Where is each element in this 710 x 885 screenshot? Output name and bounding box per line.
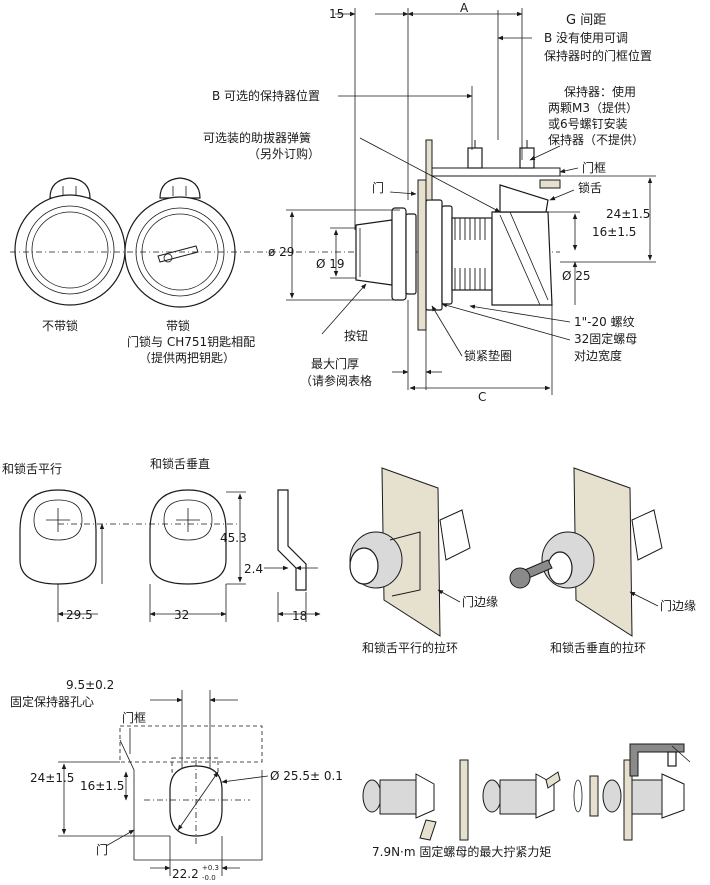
ring-perpendicular-view (149, 489, 227, 585)
b-no-use-line2: 保持器时的门框位置 (544, 48, 652, 63)
dim-45-3: 45.3 (220, 531, 247, 545)
bottom-dim-22-2: 22.2 (172, 867, 199, 881)
bottom-section: 9.5±0.2 固定保持器孔心 门框 24±1.5 16±1.5 Ø 25.5±… (10, 678, 691, 882)
dim-phi29: ø 29 (268, 245, 294, 259)
hole-dim: 9.5±0.2 (66, 678, 114, 692)
lock-note-line1: 门锁与 CH751钥匙相配 (127, 334, 255, 349)
iso-view-perpendicular (509, 467, 663, 637)
b-optional-label: B 可选的保持器位置 (212, 88, 320, 103)
retainer-line3: 或6号螺钉安装 (548, 116, 628, 131)
dim-phi25: Ø 25 (562, 269, 591, 283)
bottom-dim-16: 16±1.5 (80, 779, 124, 793)
ring-parallel-caption: 和锁舌平行的拉环 (362, 640, 458, 655)
dim-29-5: 29.5 (66, 608, 93, 622)
ring-side-profile (277, 489, 307, 591)
assembly-step-3 (602, 743, 691, 841)
tol-minus: -0.0 (202, 874, 216, 882)
nut-line2: 对边宽度 (574, 348, 622, 363)
door-label: 门 (372, 180, 384, 195)
front-view-no-lock (14, 177, 126, 306)
dim-24-top: 24±1.5 (606, 207, 650, 221)
torque-caption: 7.9N·m 固定螺母的最大拧紧力矩 (372, 844, 551, 859)
door-frame-label: 门框 (582, 160, 606, 175)
assembly-step-2 (482, 771, 599, 819)
middle-section: 和锁舌平行 和锁舌垂直 45.3 29.5 32 18 (2, 456, 696, 655)
dim-18: 18 (292, 609, 307, 623)
bottom-door-frame: 门框 (122, 710, 146, 725)
front-view-with-lock (124, 177, 236, 308)
side-view-assembly (355, 139, 561, 331)
b-no-use-line1: B 没有使用可调 (544, 30, 628, 45)
max-door-line2: （请参阅表格 (300, 373, 372, 388)
spring-line2: （另外订购） (248, 146, 320, 161)
dim-C: C (478, 390, 486, 404)
perpendicular-label: 和锁舌垂直 (150, 456, 210, 471)
retainer-line1: 保持器：使用 (564, 84, 636, 99)
thread-lines (454, 218, 486, 290)
button-label: 按钮 (344, 328, 368, 343)
cutout-template (119, 725, 263, 861)
latch-label: 锁舌 (578, 180, 602, 195)
bottom-door: 门 (96, 842, 108, 857)
dim-A: A (460, 1, 469, 15)
no-lock-label: 不带锁 (42, 318, 78, 333)
parallel-label: 和锁舌平行 (2, 461, 62, 476)
iso-view-parallel (349, 467, 471, 637)
thread-label: 1"-20 螺纹 (574, 315, 635, 329)
hole-label: 固定保持器孔心 (10, 694, 94, 709)
dim-32: 32 (174, 608, 189, 622)
with-lock-label: 带锁 (166, 318, 190, 333)
retainer-line4: 保持器（不提供） (548, 132, 644, 147)
nut-line1: 32固定螺母 (574, 331, 637, 346)
lock-note-line2: （提供两把钥匙） (139, 350, 235, 365)
dim-15: 15 (329, 7, 344, 21)
top-section: 不带锁 带锁 门锁与 CH751钥匙相配 （提供两把钥匙） (10, 1, 656, 404)
bottom-dim-phi: Ø 25.5± 0.1 (270, 769, 343, 783)
door-edge-a: 门边缘 (462, 594, 498, 609)
dim-2-4: 2.4 (244, 562, 263, 576)
retainer-line2: 两颗M3（提供） (548, 100, 638, 115)
assembly-step-1 (362, 759, 469, 841)
tol-plus: +0.3 (202, 864, 219, 872)
lock-washer-label: 锁紧垫圈 (464, 348, 512, 363)
bottom-dim-24: 24±1.5 (30, 771, 74, 785)
ring-perpendicular-caption: 和锁舌垂直的拉环 (550, 640, 646, 655)
dim-phi19: Ø 19 (316, 257, 345, 271)
door-edge-b: 门边缘 (660, 598, 696, 613)
g-spacing-label: G 间距 (566, 13, 606, 28)
max-door-line1: 最大门厚 (311, 356, 359, 371)
dim-16-top: 16±1.5 (592, 225, 636, 239)
ring-parallel-view (19, 489, 97, 585)
spring-line1: 可选装的助拔器弹簧 (203, 130, 311, 145)
